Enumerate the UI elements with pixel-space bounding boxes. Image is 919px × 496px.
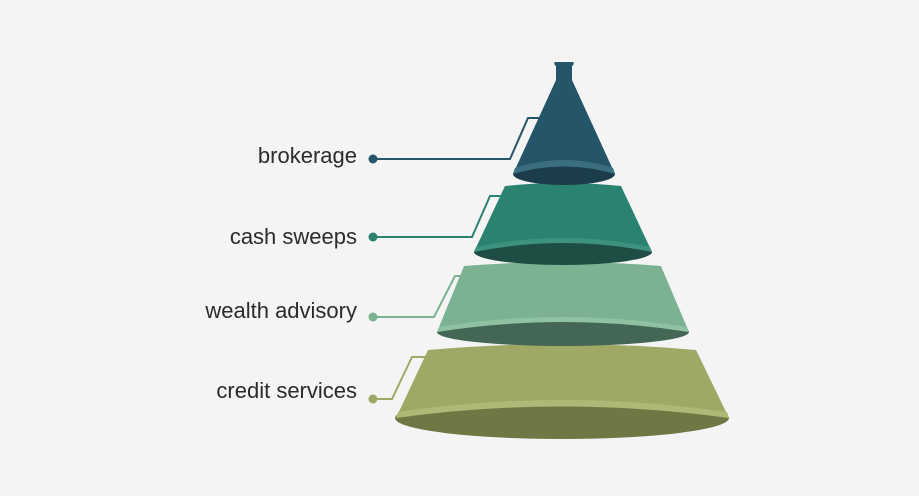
connector-dot-brokerage xyxy=(368,154,378,164)
tier-label-wealth-advisory: wealth advisory xyxy=(204,298,357,323)
tier-brokerage: brokerage xyxy=(258,62,615,185)
tier-3-base xyxy=(437,318,689,346)
connector-wealth-advisory xyxy=(373,275,464,318)
tier-2-body xyxy=(474,183,652,252)
tier-cash-sweeps: cash sweeps xyxy=(230,183,652,265)
tier-wealth-advisory: wealth advisory xyxy=(204,262,689,346)
tier-1-body xyxy=(513,80,615,174)
tier-label-cash-sweeps: cash sweeps xyxy=(230,224,357,249)
tier-3-rim xyxy=(437,317,689,332)
connector-dot-wealth-advisory xyxy=(368,312,378,322)
tier-4-body xyxy=(396,344,729,418)
tier-2-rim xyxy=(474,238,652,252)
tier-label-brokerage: brokerage xyxy=(258,143,357,168)
tier-3-body xyxy=(437,262,689,332)
connector-cash-sweeps xyxy=(373,195,505,238)
tier-credit-services: credit services xyxy=(216,344,729,439)
tier-label-credit-services: credit services xyxy=(216,378,357,403)
tier-1-rim xyxy=(513,160,615,174)
tier-4-rim xyxy=(396,400,729,418)
tier-1-base xyxy=(513,163,615,185)
connector-dot-cash-sweeps xyxy=(368,232,378,242)
tier-1-spout xyxy=(554,62,574,82)
connector-brokerage xyxy=(373,117,542,160)
connector-credit-services xyxy=(373,356,428,400)
tier-2-base xyxy=(474,239,652,265)
connector-dot-credit-services xyxy=(368,394,378,404)
